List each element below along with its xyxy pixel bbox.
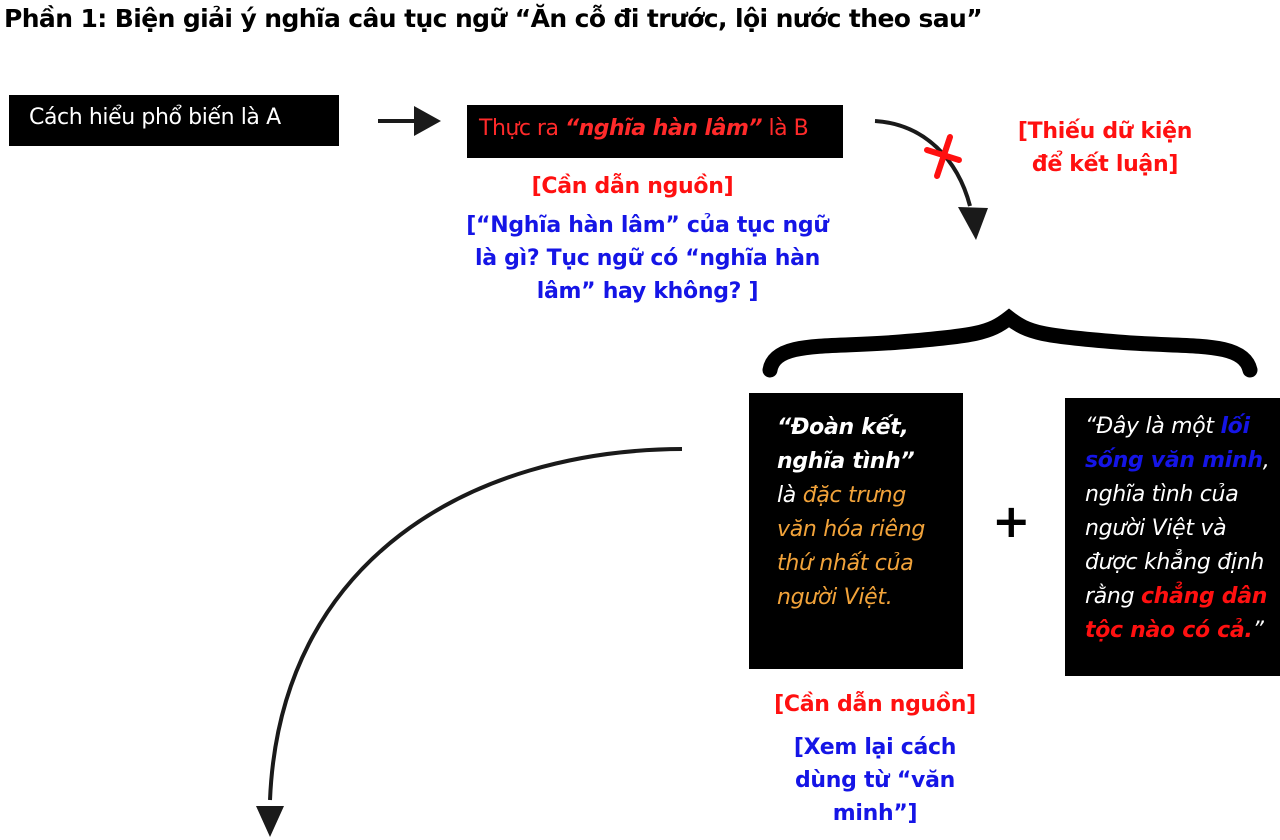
box-academic-meaning-emphasis: “nghĩa hàn lâm” <box>564 116 763 141</box>
card-civilized-text: được khẳng định <box>1085 550 1264 575</box>
card-civilized-text: rằng <box>1085 584 1141 609</box>
box-common-understanding-label: Cách hiểu phổ biến là A <box>29 105 281 130</box>
note-review-line: dùng từ “văn <box>794 768 956 793</box>
card-solidarity-quote: “Đoàn kết, <box>777 415 909 440</box>
curly-brace-icon <box>762 308 1258 378</box>
note-question: [“Nghĩa hàn lâm” của tục ngữ là gì? Tục … <box>455 209 840 308</box>
plus-sign: + <box>992 494 1031 548</box>
note-missing-data: [Thiếu dữ kiện để kết luận] <box>1005 115 1205 181</box>
note-review-line: minh”] <box>832 801 918 826</box>
card-solidarity-highlight: đặc trưng <box>802 483 907 508</box>
card-civilized-text: nghĩa tình của <box>1085 482 1239 507</box>
box-academic-meaning: Thực ra “nghĩa hàn lâm” là B <box>467 105 843 158</box>
box-common-understanding: Cách hiểu phổ biến là A <box>9 95 339 146</box>
note-review-line: [Xem lại cách <box>793 735 957 760</box>
box-academic-meaning-suffix: là B <box>762 116 809 141</box>
card-civilized-emphasis: chẳng dân <box>1140 584 1268 609</box>
page-title: Phần 1: Biện giải ý nghĩa câu tục ngữ “Ă… <box>4 4 983 33</box>
note-question-line: là gì? Tục ngữ có “nghĩa hàn <box>474 246 821 271</box>
card-civilized-text: , <box>1262 448 1270 473</box>
card-civilized-lifestyle: “Đây là một lối sống văn minh, nghĩa tìn… <box>1065 398 1280 676</box>
card-solidarity-text: là <box>777 483 803 508</box>
note-question-line: lâm” hay không? ] <box>536 279 759 304</box>
note-source-needed-2: [Cần dẫn nguồn] <box>774 692 976 717</box>
curved-arrow-down-icon <box>874 119 988 240</box>
card-solidarity-quote: nghĩa tình” <box>777 449 915 474</box>
note-question-line: [“Nghĩa hàn lâm” của tục ngữ <box>466 213 829 238</box>
card-solidarity: “Đoàn kết, nghĩa tình” là đặc trưng văn … <box>749 393 963 669</box>
note-source-needed-1: [Cần dẫn nguồn] <box>531 174 734 199</box>
curved-arrow-bottom-icon <box>256 447 683 837</box>
card-solidarity-highlight: người Việt. <box>777 585 893 610</box>
note-missing-data-line: [Thiếu dữ kiện <box>1017 119 1193 144</box>
card-civilized-emphasis: tộc nào có cả. <box>1085 618 1253 643</box>
note-review-wording: [Xem lại cách dùng từ “văn minh”] <box>770 731 980 830</box>
card-civilized-text: “Đây là một <box>1085 414 1221 439</box>
card-civilized-text: ” <box>1252 618 1264 643</box>
red-x-icon <box>924 134 962 179</box>
box-academic-meaning-prefix: Thực ra <box>479 116 565 141</box>
note-missing-data-line: để kết luận] <box>1031 152 1179 177</box>
card-solidarity-highlight: thứ nhất của <box>777 551 914 576</box>
card-civilized-highlight: sống văn minh <box>1085 448 1263 473</box>
card-civilized-highlight: lối <box>1220 414 1250 439</box>
arrow-right-icon <box>378 106 441 136</box>
card-civilized-text: người Việt và <box>1085 516 1227 541</box>
card-solidarity-highlight: văn hóa riêng <box>777 517 926 542</box>
